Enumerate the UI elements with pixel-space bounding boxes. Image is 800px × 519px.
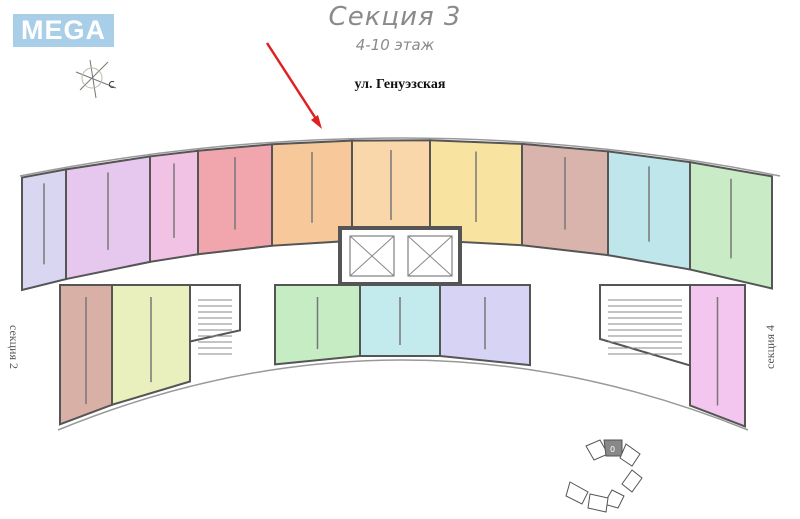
compass-icon	[75, 59, 117, 99]
elevator-core	[338, 226, 462, 286]
floor-range: 4-10 этаж	[355, 36, 435, 54]
facade-line	[19, 137, 781, 177]
facade-line	[57, 359, 749, 431]
section-title: Секция 3	[328, 2, 462, 32]
stairwell	[189, 284, 241, 343]
section-key-map: 0	[565, 439, 643, 513]
mega-logo: MEGA	[13, 14, 114, 47]
key-map-current: 0	[610, 445, 615, 454]
stairwell	[599, 284, 691, 367]
street-name: ул. Генуэзская	[354, 77, 446, 92]
pointer-arrow	[265, 42, 320, 123]
pointer-arrowhead	[311, 115, 322, 129]
